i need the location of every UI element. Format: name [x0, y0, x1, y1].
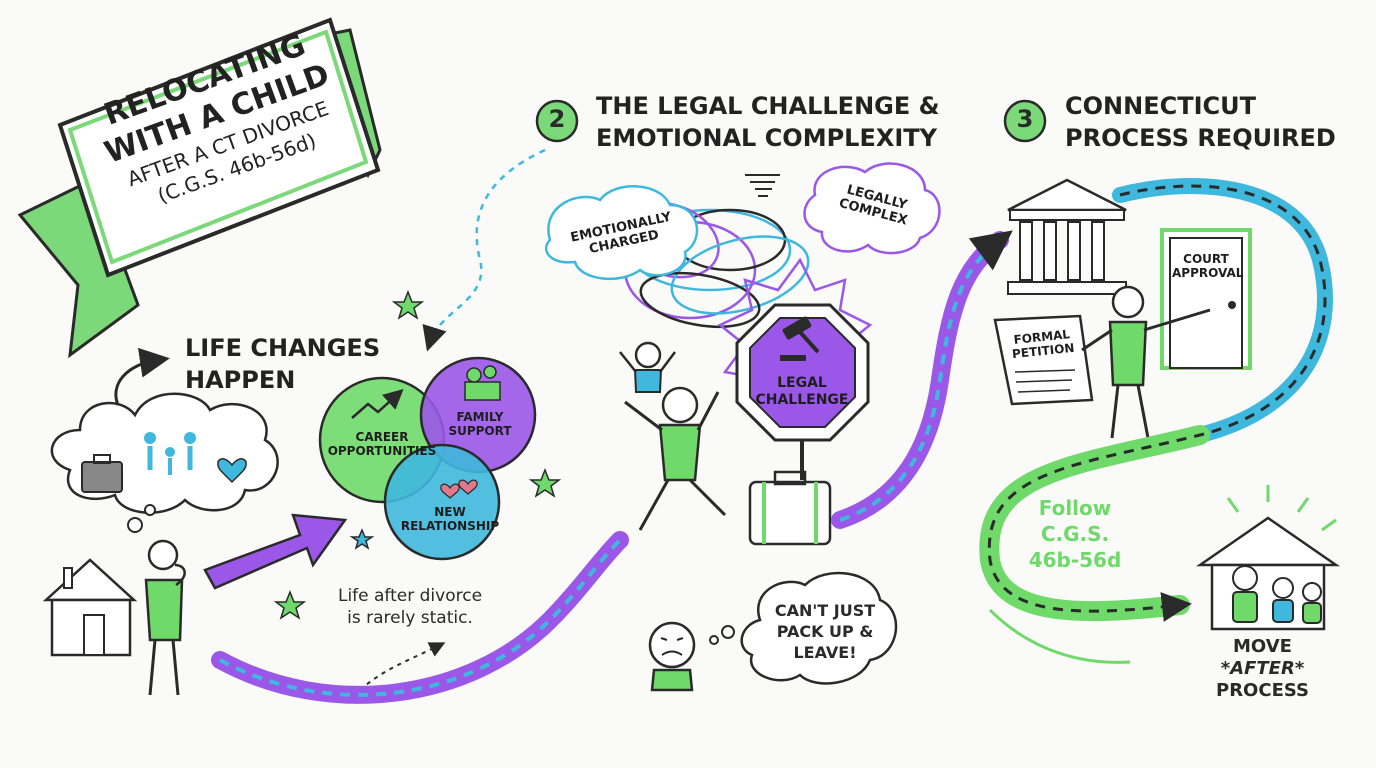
legal-challenge-sign [735, 303, 870, 480]
follow-statute-label: Follow C.G.S. 46b-56d [1015, 495, 1135, 573]
connecticut-heading: CONNECTICUT PROCESS REQUIRED [1065, 90, 1336, 154]
speech-bubble-cant-pack [709, 571, 898, 685]
circle-label-relationship: NEW RELATIONSHIP [395, 505, 505, 533]
dashed-arrow-venn [422, 148, 546, 352]
circle-label-line: RELATIONSHIP [400, 519, 500, 533]
circle-label-line: CAREER [355, 430, 409, 444]
happy-rays [1226, 485, 1337, 532]
circle-label-line: SUPPORT [448, 424, 512, 438]
road-path-2-dashes [839, 230, 1013, 522]
cant-pack-label: CAN'T JUST PACK UP & LEAVE! [760, 600, 890, 663]
step-3-number: 3 [1016, 105, 1034, 133]
road-path-1-dashes [219, 538, 622, 697]
step-2-circle [535, 99, 579, 143]
court-approval-label: COURT APPROVAL [1172, 252, 1244, 280]
happy-family-house [1195, 516, 1341, 631]
suitcase-icon [748, 470, 832, 546]
circle-label-career: CAREER OPPORTUNITIES [322, 430, 442, 458]
circle-label-family: FAMILY SUPPORT [440, 410, 520, 438]
life-changes-heading: LIFE CHANGES HAPPEN [185, 332, 380, 396]
venn-diagram [318, 356, 537, 561]
heading-line: HAPPEN [185, 366, 296, 394]
door-label-line: COURT [1183, 252, 1229, 266]
road-label-line: Follow [1038, 496, 1112, 520]
house-icon [42, 558, 138, 657]
circle-label-line: FAMILY [456, 410, 504, 424]
sparkle-stars [273, 289, 562, 620]
road-label-line: C.G.S. [1040, 522, 1110, 546]
family-icon [144, 432, 196, 475]
circle-label-line: NEW [434, 505, 466, 519]
heading-line: CONNECTICUT [1065, 92, 1256, 120]
road-label-line: 46b-56d [1028, 548, 1122, 572]
door-label-line: APPROVAL [1172, 266, 1244, 280]
frustrated-person [648, 621, 696, 692]
petition-scroll [993, 314, 1094, 406]
move-line: MOVE [1233, 636, 1292, 657]
bubble-line: PACK UP & [776, 622, 874, 641]
caption-line: Life after divorce [337, 586, 483, 606]
tornado-icon [745, 174, 780, 197]
court-door [1160, 228, 1252, 370]
big-purple-arrow [203, 513, 348, 590]
legal-challenge-heading: THE LEGAL CHALLENGE & EMOTIONAL COMPLEXI… [596, 90, 940, 154]
sign-label-line: LEGAL [777, 375, 827, 391]
heart-icon [217, 458, 247, 484]
parent-child-figure [619, 341, 727, 531]
briefcase-icon [81, 454, 123, 493]
step-2-number: 2 [548, 105, 566, 133]
road-path-3-dashes [987, 184, 1327, 622]
move-after-process-label: MOVE *AFTER* PROCESS [1195, 636, 1330, 702]
bubble-line: LEAVE! [793, 643, 857, 662]
cloud-legally-complex [803, 162, 941, 255]
dashed-arrow-caption [359, 642, 446, 691]
move-line: PROCESS [1216, 680, 1309, 701]
heading-line: LIFE CHANGES [185, 334, 381, 362]
circle-label-line: OPPORTUNITIES [327, 444, 437, 458]
courthouse-icon [1007, 178, 1127, 295]
sign-label-line: CHALLENGE [755, 392, 849, 408]
life-static-caption: Life after divorce is rarely static. [300, 585, 520, 629]
step-3-circle [1003, 99, 1047, 143]
pointing-person [1081, 285, 1211, 439]
thinking-person [144, 539, 186, 696]
heading-line: PROCESS REQUIRED [1065, 124, 1336, 152]
move-line: *AFTER* [1220, 658, 1305, 679]
title-banner [17, 17, 382, 359]
legal-challenge-label: LEGAL CHALLENGE [752, 375, 852, 409]
motion-lines [988, 608, 1131, 664]
up-arrow [114, 347, 170, 406]
caption-line: is rarely static. [347, 608, 473, 628]
bubble-line: CAN'T JUST [774, 601, 876, 620]
cloud-emotionally-charged [544, 185, 699, 281]
heading-line: EMOTIONAL COMPLEXITY [596, 124, 938, 152]
heading-line: THE LEGAL CHALLENGE & [596, 92, 940, 120]
